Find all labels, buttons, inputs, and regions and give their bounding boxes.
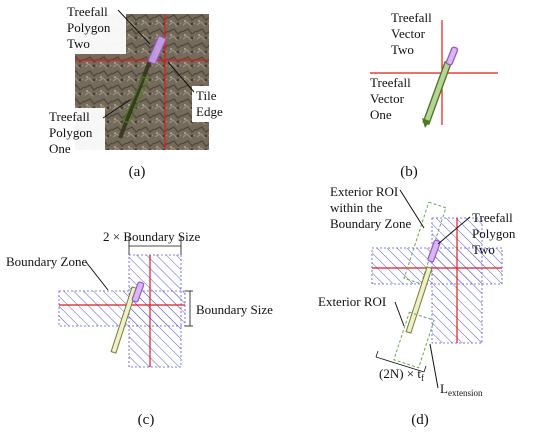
treefall-polygon-two-d	[427, 239, 441, 263]
treefall-vector-d	[405, 266, 433, 334]
label-exterior-roi-within: Exterior ROI within the Boundary Zone	[330, 184, 411, 231]
caption-b: (b)	[400, 164, 418, 180]
treefall-polygon-one	[122, 76, 150, 124]
panel-c: 2 × Boundary Size Boundary Size Boundary…	[6, 229, 273, 428]
label-extension: Lextension	[440, 381, 483, 398]
label-boundary-zone: Boundary Zone	[6, 254, 87, 269]
caption-c: (c)	[138, 412, 155, 428]
label-vector-one: Treefall Vector One	[370, 75, 414, 122]
dimension-roi-width	[375, 356, 425, 373]
leader-extension	[429, 343, 439, 389]
treefall-trunk	[118, 47, 157, 139]
leader-polygon-one-a	[102, 99, 131, 119]
label-vector-two: Treefall Vector Two	[391, 10, 435, 57]
caption-d: (d)	[411, 412, 429, 428]
label-boundary-size: Boundary Size	[196, 302, 273, 317]
treefall-vector-c	[110, 286, 138, 354]
label-boundary-width: 2 × Boundary Size	[103, 229, 200, 244]
leader-boundary-zone	[85, 261, 109, 291]
label-polygon-two: Treefall Polygon Two	[67, 4, 114, 51]
label-width-formula: (2N) × tf	[379, 366, 424, 383]
leader-exterior-roi-within	[399, 189, 425, 229]
label-polygon-two-d: Treefall Polygon Two	[472, 210, 519, 257]
treefall-vector-one	[422, 61, 452, 125]
panel-d: Exterior ROI within the Boundary Zone Tr…	[318, 184, 519, 428]
leader-polygon-two-a	[117, 9, 151, 45]
treefall-polygon-two	[147, 35, 167, 65]
leader-tile-edge	[167, 61, 195, 93]
label-polygon-one: Treefall Polygon One	[49, 109, 96, 156]
vector-one-arrowhead	[422, 118, 430, 128]
panel-b: Treefall Vector Two Treefall Vector One …	[370, 10, 498, 180]
boundary-zone-horizontal-d	[371, 247, 503, 285]
treefall-polygon-c	[131, 281, 145, 303]
panel-a: Treefall Polygon Two Treefall Polygon On…	[45, 4, 234, 180]
label-tile-edge: Tile Edge	[196, 88, 223, 119]
leader-polygon-two-d	[437, 216, 471, 245]
label-exterior-roi: Exterior ROI	[318, 294, 386, 309]
treefall-vector-two	[445, 46, 459, 66]
leader-exterior-roi	[394, 301, 405, 327]
caption-a: (a)	[129, 164, 146, 180]
